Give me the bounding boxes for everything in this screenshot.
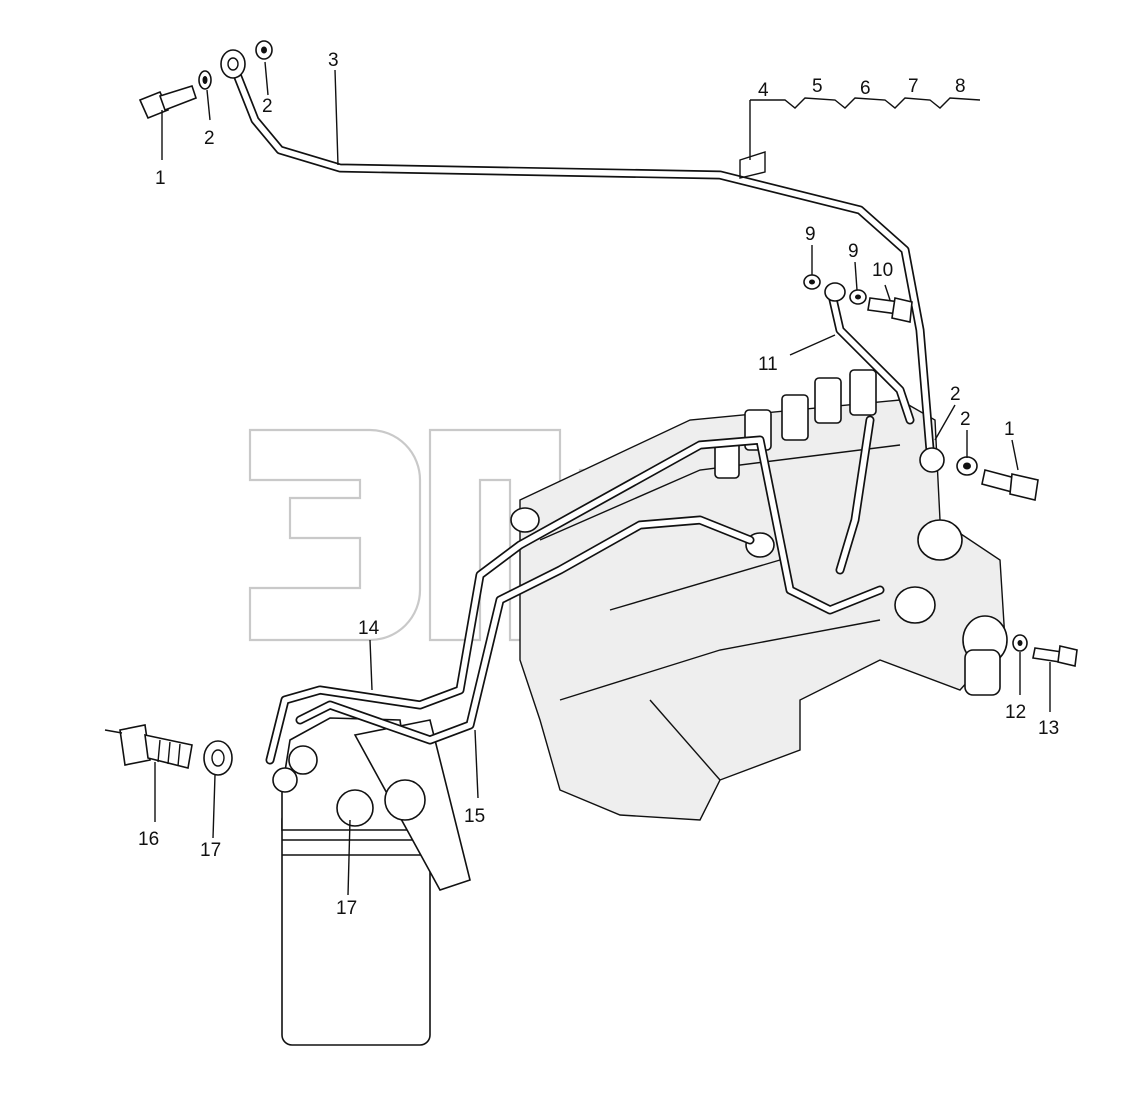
- fuel-pump-icon: [510, 369, 1008, 821]
- washer-icon: [803, 274, 821, 290]
- bolt-icon: [867, 297, 913, 323]
- washer-icon: [255, 40, 273, 60]
- washer-icon: [956, 456, 978, 476]
- washer-icon: [198, 70, 212, 90]
- banjo-fitting-icon: [824, 282, 846, 302]
- washer-icon: [203, 740, 233, 776]
- bolt-icon: [1032, 645, 1078, 667]
- callout-2: 2: [204, 128, 215, 149]
- callout-2: 2: [960, 409, 971, 430]
- callout-17: 17: [200, 840, 221, 861]
- callout-12: 12: [1005, 702, 1026, 723]
- callout-9: 9: [805, 224, 816, 245]
- callout-16: 16: [138, 829, 159, 850]
- callout-13: 13: [1038, 718, 1059, 739]
- callout-1: 1: [1004, 419, 1015, 440]
- bolt-icon: [981, 469, 1039, 501]
- callout-4: 4: [758, 80, 769, 101]
- banjo-fitting-icon: [919, 447, 945, 473]
- pipe-icon: [227, 57, 935, 765]
- callout-3: 3: [328, 50, 339, 71]
- callout-1: 1: [155, 168, 166, 189]
- washer-icon: [1012, 634, 1028, 652]
- callout-5: 5: [812, 76, 823, 97]
- callout-labels: 1 2 2 3 4 5 6 7 8 9 9 10 11 2 2 1 12 13 …: [138, 50, 1059, 919]
- callout-7: 7: [908, 76, 919, 97]
- washer-icon: [849, 289, 867, 305]
- bolt-icon: [119, 724, 193, 769]
- callout-2: 2: [950, 384, 961, 405]
- leader-lines: [104, 61, 1051, 896]
- callout-2: 2: [262, 96, 273, 117]
- fuel-filter-icon: [272, 717, 471, 1046]
- callout-6: 6: [860, 78, 871, 99]
- callout-14: 14: [358, 618, 380, 639]
- callout-9: 9: [848, 241, 859, 262]
- callout-15: 15: [464, 806, 485, 827]
- callout-11: 11: [758, 354, 778, 375]
- banjo-fitting-icon: [220, 49, 246, 79]
- callout-8: 8: [955, 76, 966, 97]
- callout-10: 10: [872, 260, 893, 281]
- bolt-icon: [138, 85, 198, 120]
- callout-17: 17: [336, 898, 357, 919]
